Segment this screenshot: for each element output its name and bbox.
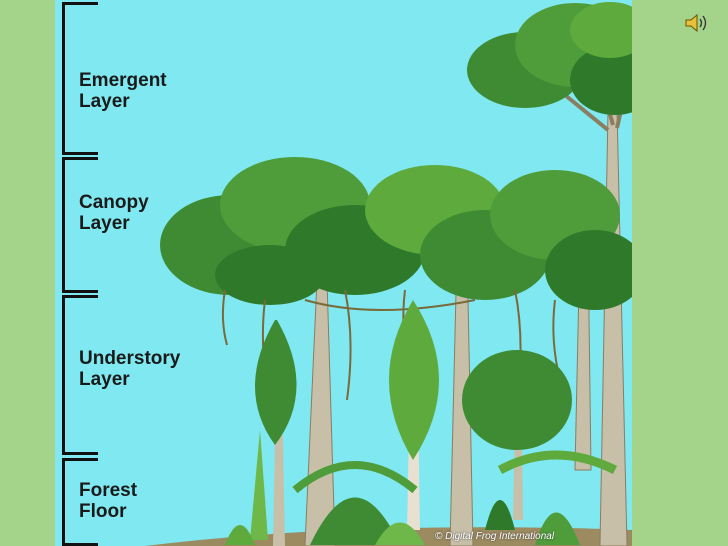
- rainforest-diagram: Emergent Layer Canopy Layer Understory L…: [55, 0, 632, 546]
- understory-bracket: [62, 295, 99, 455]
- emergent-bracket: [62, 2, 99, 155]
- rainforest-illustration: [145, 2, 632, 546]
- floor-bracket: [62, 458, 99, 546]
- label-emergent-layer: Emergent Layer: [79, 70, 167, 112]
- label-understory-layer: Understory Layer: [79, 348, 181, 390]
- label-canopy-layer: Canopy Layer: [79, 192, 149, 234]
- speaker-icon[interactable]: [684, 12, 708, 34]
- emergent-tree: [467, 2, 632, 546]
- forest-floor-plants: [225, 450, 618, 545]
- copyright-text: © Digital Frog International: [435, 531, 555, 542]
- canopy-foliage: [160, 157, 632, 310]
- understory-trees: [250, 300, 572, 546]
- label-forest-floor: Forest Floor: [79, 480, 138, 522]
- canopy-bracket: [62, 157, 99, 293]
